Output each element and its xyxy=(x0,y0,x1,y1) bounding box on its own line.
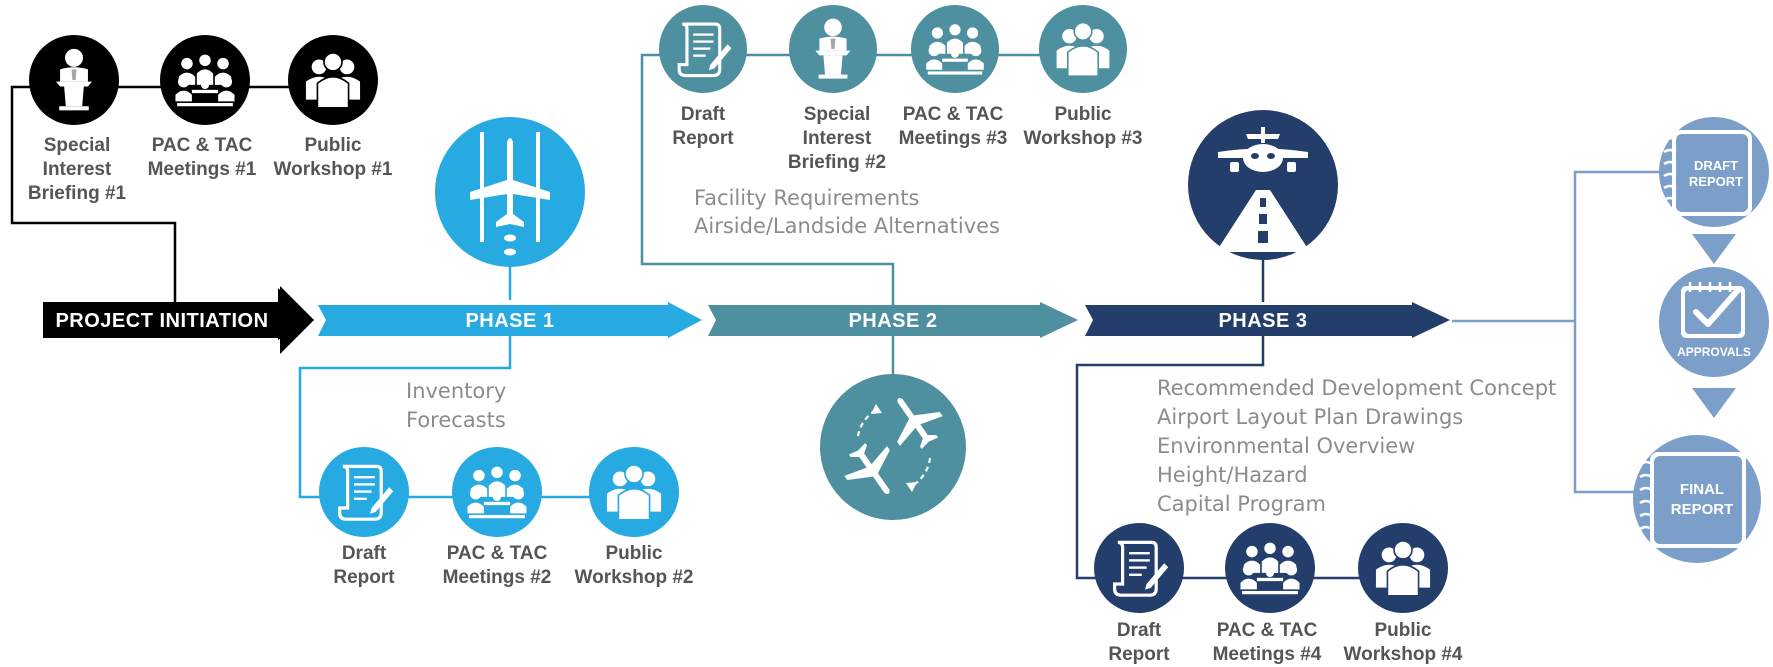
phase1-runway-icon xyxy=(435,117,585,267)
phase2-tasks: Facility Requirements Airside/Landside A… xyxy=(694,186,1000,238)
briefing-2-label-line3: Briefing #2 xyxy=(788,152,886,173)
pac-tac-4-label-line1: PAC & TAC xyxy=(1217,620,1318,641)
public-workshop-4-icon xyxy=(1358,523,1448,613)
pac-tac-3-label-line1: PAC & TAC xyxy=(903,104,1004,125)
final-report-notebook-icon: FINAL REPORT xyxy=(1633,435,1761,563)
special-interest-briefing-2-icon xyxy=(789,5,877,93)
workshop-3-label-line2: Workshop #3 xyxy=(1024,128,1143,149)
phase2-airplanes-cycle-icon xyxy=(820,374,966,520)
down-triangle-2-icon xyxy=(1692,388,1736,418)
phase2-draft-report-icon xyxy=(659,5,747,93)
pac-tac-meetings-1-icon xyxy=(160,35,250,125)
phase3-arrow-label: PHASE 3 xyxy=(1218,310,1307,332)
phase3-task-3: Environmental Overview xyxy=(1157,434,1415,458)
workshop-3-label-line1: Public xyxy=(1054,104,1111,125)
phase3-connectors xyxy=(1075,258,1400,580)
briefing-1-label-line3: Briefing #1 xyxy=(28,183,127,204)
phase2-draft-label-line1: Draft xyxy=(681,104,726,125)
initiation-meeting-icons xyxy=(29,35,378,125)
phase2-arrow-label: PHASE 2 xyxy=(848,310,937,332)
phase1-meeting-icons xyxy=(319,447,679,537)
draft-report-line1: DRAFT xyxy=(1694,158,1738,173)
workshop-1-label-line1: Public xyxy=(304,135,361,156)
phase1-tasks: Inventory Forecasts xyxy=(406,379,506,432)
pac-tac-1-label-line2: Meetings #1 xyxy=(148,159,257,180)
pac-tac-2-label-line2: Meetings #2 xyxy=(443,567,552,588)
phase3-arrow: PHASE 3 xyxy=(1085,302,1450,338)
public-workshop-2-icon xyxy=(589,447,679,537)
workshop-4-label-line2: Workshop #4 xyxy=(1344,644,1463,665)
phase1-task-2: Forecasts xyxy=(406,408,506,432)
approvals-label: APPROVALS xyxy=(1677,345,1751,359)
initiation-meeting-labels: Special Interest Briefing #1 PAC & TAC M… xyxy=(28,135,393,204)
workshop-1-label-line2: Workshop #1 xyxy=(274,159,393,180)
final-connectors xyxy=(1452,170,1663,494)
phase1-draft-label-line2: Report xyxy=(333,567,395,588)
pac-tac-3-label-line2: Meetings #3 xyxy=(899,128,1008,149)
special-interest-briefing-1-icon xyxy=(29,35,119,125)
pac-tac-1-label-line1: PAC & TAC xyxy=(152,135,253,156)
pac-tac-meetings-4-icon xyxy=(1225,523,1315,613)
public-workshop-3-icon xyxy=(1039,5,1127,93)
public-workshop-1-icon xyxy=(288,35,378,125)
phase2-arrow: PHASE 2 xyxy=(708,302,1078,338)
final-report-line1: FINAL xyxy=(1680,481,1724,498)
approvals-check-icon: APPROVALS xyxy=(1659,267,1769,377)
briefing-2-label-line2: Interest xyxy=(803,128,872,149)
phase3-meeting-labels: Draft Report PAC & TAC Meetings #4 Publi… xyxy=(1108,620,1463,665)
workshop-2-label-line1: Public xyxy=(605,543,662,564)
phase2-meeting-icons xyxy=(659,5,1127,93)
phase3-task-1: Recommended Development Concept xyxy=(1157,376,1556,400)
phase1-arrow: PHASE 1 xyxy=(318,302,702,338)
phase2-meeting-labels: Draft Report Special Interest Briefing #… xyxy=(672,104,1142,173)
phase1-task-1: Inventory xyxy=(406,379,506,403)
pac-tac-4-label-line2: Meetings #4 xyxy=(1213,644,1322,665)
down-triangle-1-icon xyxy=(1692,234,1736,264)
pac-tac-meetings-3-icon xyxy=(911,5,999,93)
phase1-draft-report-icon xyxy=(319,447,409,537)
draft-report-notebook-icon: DRAFT REPORT xyxy=(1659,117,1769,227)
phase2-draft-label-line2: Report xyxy=(672,128,734,149)
workshop-2-label-line2: Workshop #2 xyxy=(575,567,694,588)
phase2-task-2: Airside/Landside Alternatives xyxy=(694,214,1000,238)
phase3-landing-airplane-icon xyxy=(1188,110,1338,260)
phase3-task-2: Airport Layout Plan Drawings xyxy=(1157,405,1463,429)
phase2-task-1: Facility Requirements xyxy=(694,186,919,210)
workshop-4-label-line1: Public xyxy=(1374,620,1431,641)
pac-tac-meetings-2-icon xyxy=(452,447,542,537)
project-initiation-label: PROJECT INITIATION xyxy=(55,310,268,332)
draft-report-line2: REPORT xyxy=(1689,174,1743,189)
briefing-1-label-line2: Interest xyxy=(43,159,112,180)
phase3-draft-label-line2: Report xyxy=(1108,644,1170,665)
phase3-draft-report-icon xyxy=(1094,523,1184,613)
briefing-2-label-line1: Special xyxy=(804,104,871,125)
phase3-tasks: Recommended Development Concept Airport … xyxy=(1157,376,1556,516)
project-initiation-arrow: PROJECT INITIATION xyxy=(43,286,314,354)
briefing-1-label-line1: Special xyxy=(44,135,111,156)
phase3-task-4: Height/Hazard xyxy=(1157,463,1308,487)
phase3-draft-label-line1: Draft xyxy=(1117,620,1162,641)
phase1-draft-label-line1: Draft xyxy=(342,543,387,564)
phase3-meeting-icons xyxy=(1094,523,1448,613)
phase1-arrow-label: PHASE 1 xyxy=(465,310,554,332)
pac-tac-2-label-line1: PAC & TAC xyxy=(447,543,548,564)
phase3-task-5: Capital Program xyxy=(1157,492,1326,516)
final-report-line2: REPORT xyxy=(1671,501,1734,518)
phase1-meeting-labels: Draft Report PAC & TAC Meetings #2 Publi… xyxy=(333,543,693,588)
